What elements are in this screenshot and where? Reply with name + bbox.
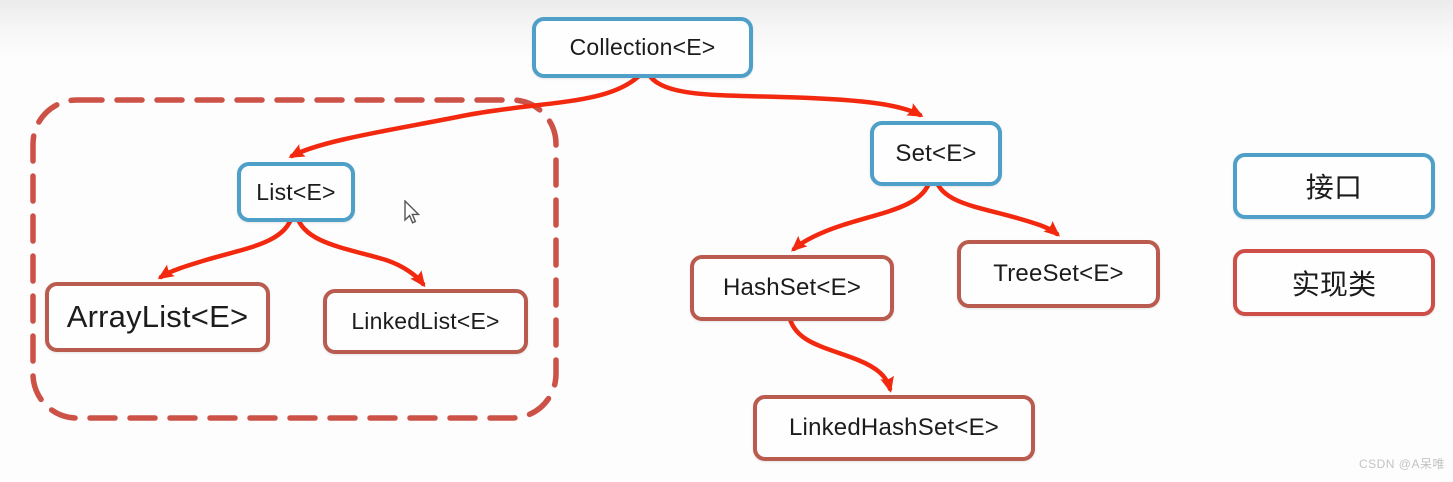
legend-interface-box: 接口 bbox=[1233, 153, 1435, 219]
node-list: List<E> bbox=[237, 162, 355, 222]
dashed-group-outline bbox=[30, 97, 559, 421]
edge-list-arraylist bbox=[157, 213, 295, 280]
edge-hashset-linkedhashset bbox=[786, 312, 894, 393]
edge-collection-list bbox=[288, 69, 646, 159]
node-set: Set<E> bbox=[870, 121, 1002, 186]
node-arraylist: ArrayList<E> bbox=[45, 282, 270, 352]
node-collection: Collection<E> bbox=[532, 17, 753, 78]
edge-list-linkedlist bbox=[294, 213, 426, 288]
edge-set-treeset bbox=[933, 177, 1061, 237]
watermark-text: CSDN @A呆唯 bbox=[1358, 457, 1445, 471]
node-linkedhashset: LinkedHashSet<E> bbox=[753, 395, 1035, 461]
edge-collection-set bbox=[644, 69, 924, 118]
edge-set-hashset bbox=[791, 177, 933, 252]
mouse-cursor-icon bbox=[404, 200, 421, 224]
node-treeset: TreeSet<E> bbox=[957, 240, 1160, 308]
node-linkedlist: LinkedList<E> bbox=[323, 289, 528, 354]
legend-implementation-box: 实现类 bbox=[1233, 249, 1435, 316]
node-hashset: HashSet<E> bbox=[690, 255, 894, 321]
